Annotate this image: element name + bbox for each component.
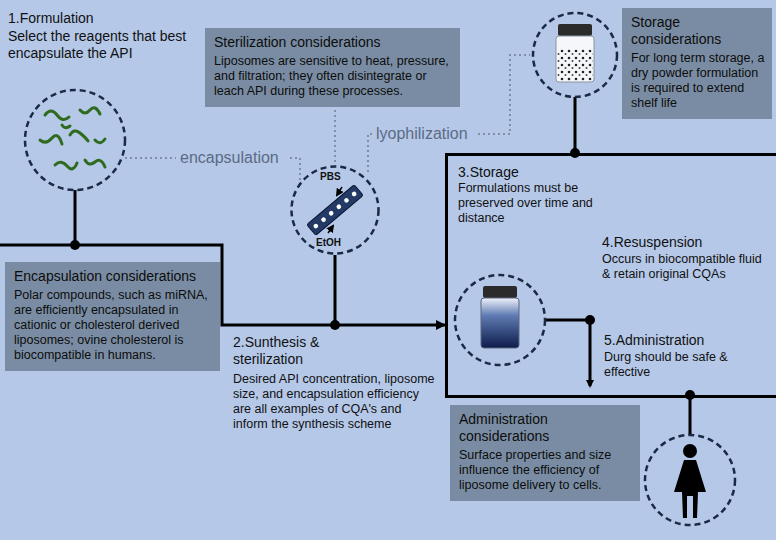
note-box: Storage considerationsFor long term stor… <box>622 8 772 119</box>
synthesis-circle: PBS EtOH <box>290 165 380 255</box>
step-text: Desired API concentration, liposome size… <box>233 372 438 432</box>
step-text: Occurs in biocompatible fluid & retain o… <box>602 252 770 282</box>
box-heading: 3.Storage <box>458 164 593 181</box>
process-arrow <box>335 255 445 325</box>
box-text: Liposomes are sensitive to heat, pressur… <box>214 54 453 99</box>
box-text: Polar compounds, such as miRNA, are effi… <box>14 288 213 363</box>
step-heading: 1.Formulation <box>8 10 198 27</box>
box-text: Surface properties and size influence th… <box>459 448 633 493</box>
step-heading: 5.Administration <box>604 332 772 349</box>
reagent-label: PBS <box>320 171 341 182</box>
process-label: lyophilization <box>376 124 478 143</box>
note-box: Sterilization considerationsLiposomes ar… <box>205 28 460 107</box>
note-box: Administration considerationsSurface pro… <box>450 405 640 501</box>
box-heading: Encapsulation considerations <box>14 268 213 285</box>
box-heading: Administration considerations <box>459 411 633 445</box>
step-heading: 2.Sunthesis & sterilization <box>233 334 353 368</box>
note-box: Encapsulation considerationsPolar compou… <box>5 262 220 371</box>
box-heading: Storage considerations <box>631 14 765 48</box>
box-heading: Sterilization considerations <box>214 34 453 51</box>
step-text: Select the reagents that best encapsulat… <box>8 28 198 62</box>
box-text: For long term storage, a dry powder form… <box>631 51 765 111</box>
reagent-label: EtOH <box>316 237 341 248</box>
step-text: Durg should be safe & effective <box>604 350 772 380</box>
box-text: Formulations must be preserved over time… <box>458 181 593 226</box>
process-label: encapsulation <box>180 148 288 167</box>
step-heading: 4.Resuspension <box>602 234 770 251</box>
